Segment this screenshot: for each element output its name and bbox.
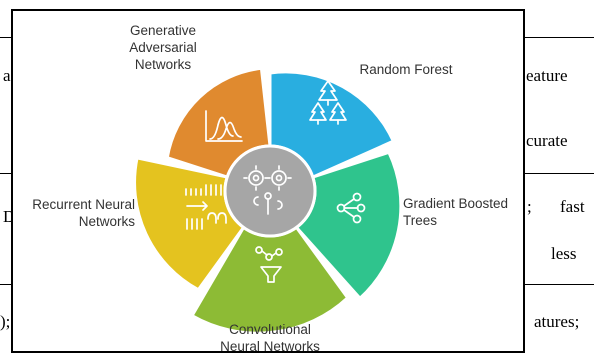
label-gradient-boosted-trees: Gradient Boosted Trees [403,196,509,228]
table-rule-low-left [0,284,12,285]
table-rule-top-right [524,37,594,38]
doc-fragment: fast [560,197,585,216]
doc-fragment: less [551,244,577,263]
signal-arrow-icon [185,184,227,230]
gears-network-icon [243,165,292,215]
doc-fragment: curate [526,131,568,150]
diagram-canvas [133,66,403,335]
label-convolutional-neural-networks: Convolutional Neural Networks [220,322,320,353]
funnel-network-icon [255,246,283,283]
table-rule-top-left [0,37,12,38]
trees-icon [309,80,347,125]
icons-layer [185,80,366,283]
tree-network-icon [336,192,366,224]
label-recurrent-neural-networks: Recurrent Neural Networks [32,197,135,229]
ml-models-diagram: Generative Adversarial Networks Random F… [11,9,525,353]
doc-fragment: eature [526,66,568,85]
table-rule-low-right [524,284,594,285]
table-rule-mid-right [524,173,594,174]
center-hub [223,144,317,238]
doc-fragment: atures; [534,312,580,331]
table-rule-mid-left [0,173,12,174]
label-random-forest: Random Forest [359,62,453,77]
doc-fragment: ); [0,312,11,331]
doc-fragment: a [3,66,11,85]
distribution-chart-icon [205,110,243,142]
doc-fragment: ; [527,197,532,216]
label-generative-adversarial-networks: Generative Adversarial Networks [129,23,197,72]
